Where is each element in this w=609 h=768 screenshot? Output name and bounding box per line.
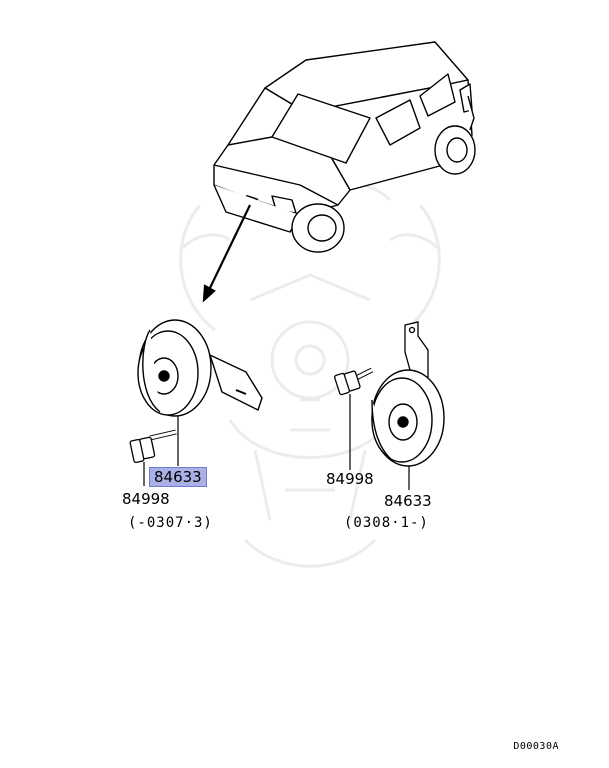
right-date-range: (0308·1-) bbox=[344, 515, 429, 531]
right-horn-part-number[interactable]: 84633 bbox=[384, 492, 432, 510]
bolt-icon bbox=[334, 367, 374, 396]
bolt-icon bbox=[129, 429, 177, 464]
horn-icon bbox=[371, 369, 445, 467]
left-bolt-part-number[interactable]: 84998 bbox=[122, 490, 170, 508]
diagram-code: D00030A bbox=[513, 741, 559, 752]
right-bolt-part-number[interactable]: 84998 bbox=[326, 470, 374, 488]
suv-vehicle-icon bbox=[213, 41, 476, 253]
location-arrow bbox=[202, 204, 251, 303]
left-date-range: (-0307·3) bbox=[128, 515, 213, 531]
horn-icon bbox=[137, 319, 263, 417]
left-horn-part-number[interactable]: 84633 bbox=[149, 467, 207, 487]
